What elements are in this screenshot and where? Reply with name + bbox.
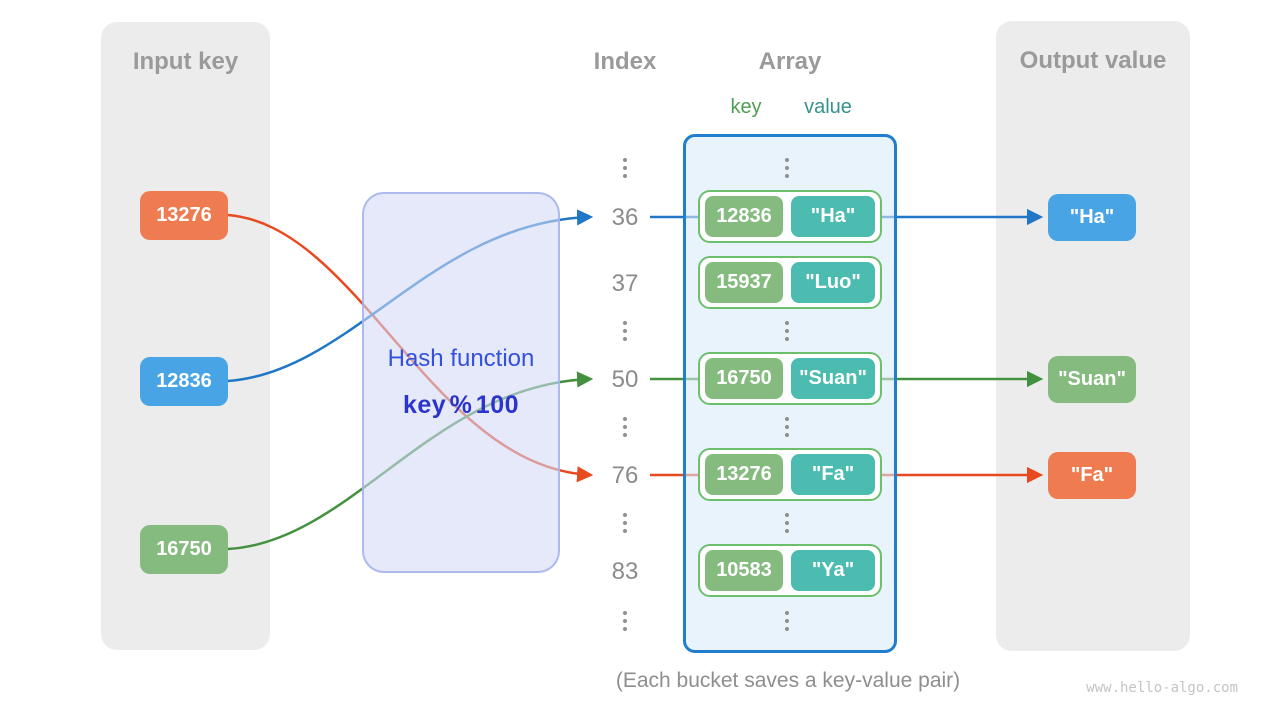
bucket-key: 13276 xyxy=(705,454,783,495)
key-subheader: key xyxy=(730,96,762,118)
bucket-row-83: 10583 "Ya" xyxy=(698,544,882,597)
bucket-value: "Fa" xyxy=(791,454,875,495)
array-column-header: Array xyxy=(758,48,822,75)
ellipsis-icon xyxy=(785,321,789,341)
ellipsis-icon xyxy=(623,417,627,437)
input-key-title: Input key xyxy=(132,48,239,75)
ellipsis-icon xyxy=(785,158,789,178)
bucket-key: 12836 xyxy=(705,196,783,237)
index-label-76: 76 xyxy=(611,462,639,489)
site-watermark: www.hello-algo.com xyxy=(1086,680,1238,696)
ellipsis-icon xyxy=(785,417,789,437)
output-value-suan: "Suan" xyxy=(1048,356,1136,403)
output-value-panel: Output value xyxy=(996,21,1190,651)
bucket-value: "Ha" xyxy=(791,196,875,237)
value-subheader: value xyxy=(804,96,852,118)
ellipsis-icon xyxy=(623,513,627,533)
bucket-value: "Luo" xyxy=(791,262,875,303)
bucket-value: "Suan" xyxy=(791,358,875,399)
bucket-row-50: 16750 "Suan" xyxy=(698,352,882,405)
ellipsis-icon xyxy=(623,321,627,341)
bucket-key: 16750 xyxy=(705,358,783,399)
input-key-13276: 13276 xyxy=(140,191,228,240)
ellipsis-icon xyxy=(623,611,627,631)
output-value-title: Output value xyxy=(1019,47,1167,74)
output-value-fa: "Fa" xyxy=(1048,452,1136,499)
bucket-row-76: 13276 "Fa" xyxy=(698,448,882,501)
bucket-row-36: 12836 "Ha" xyxy=(698,190,882,243)
ellipsis-icon xyxy=(785,611,789,631)
input-key-12836: 12836 xyxy=(140,357,228,406)
hash-function-box: Hash function key % 100 xyxy=(362,192,560,573)
bucket-row-37: 15937 "Luo" xyxy=(698,256,882,309)
index-label-50: 50 xyxy=(611,366,639,393)
input-key-16750: 16750 xyxy=(140,525,228,574)
index-label-37: 37 xyxy=(611,270,639,297)
bucket-key: 15937 xyxy=(705,262,783,303)
ellipsis-icon xyxy=(623,158,627,178)
index-column-header: Index xyxy=(593,48,657,75)
index-label-36: 36 xyxy=(611,204,639,231)
output-value-ha: "Ha" xyxy=(1048,194,1136,241)
hash-function-label: Hash function xyxy=(387,345,535,372)
ellipsis-icon xyxy=(785,513,789,533)
index-label-83: 83 xyxy=(611,558,639,585)
bucket-value: "Ya" xyxy=(791,550,875,591)
bucket-key: 10583 xyxy=(705,550,783,591)
hash-formula-label: key % 100 xyxy=(402,391,520,419)
diagram-caption: (Each bucket saves a key-value pair) xyxy=(615,669,961,692)
